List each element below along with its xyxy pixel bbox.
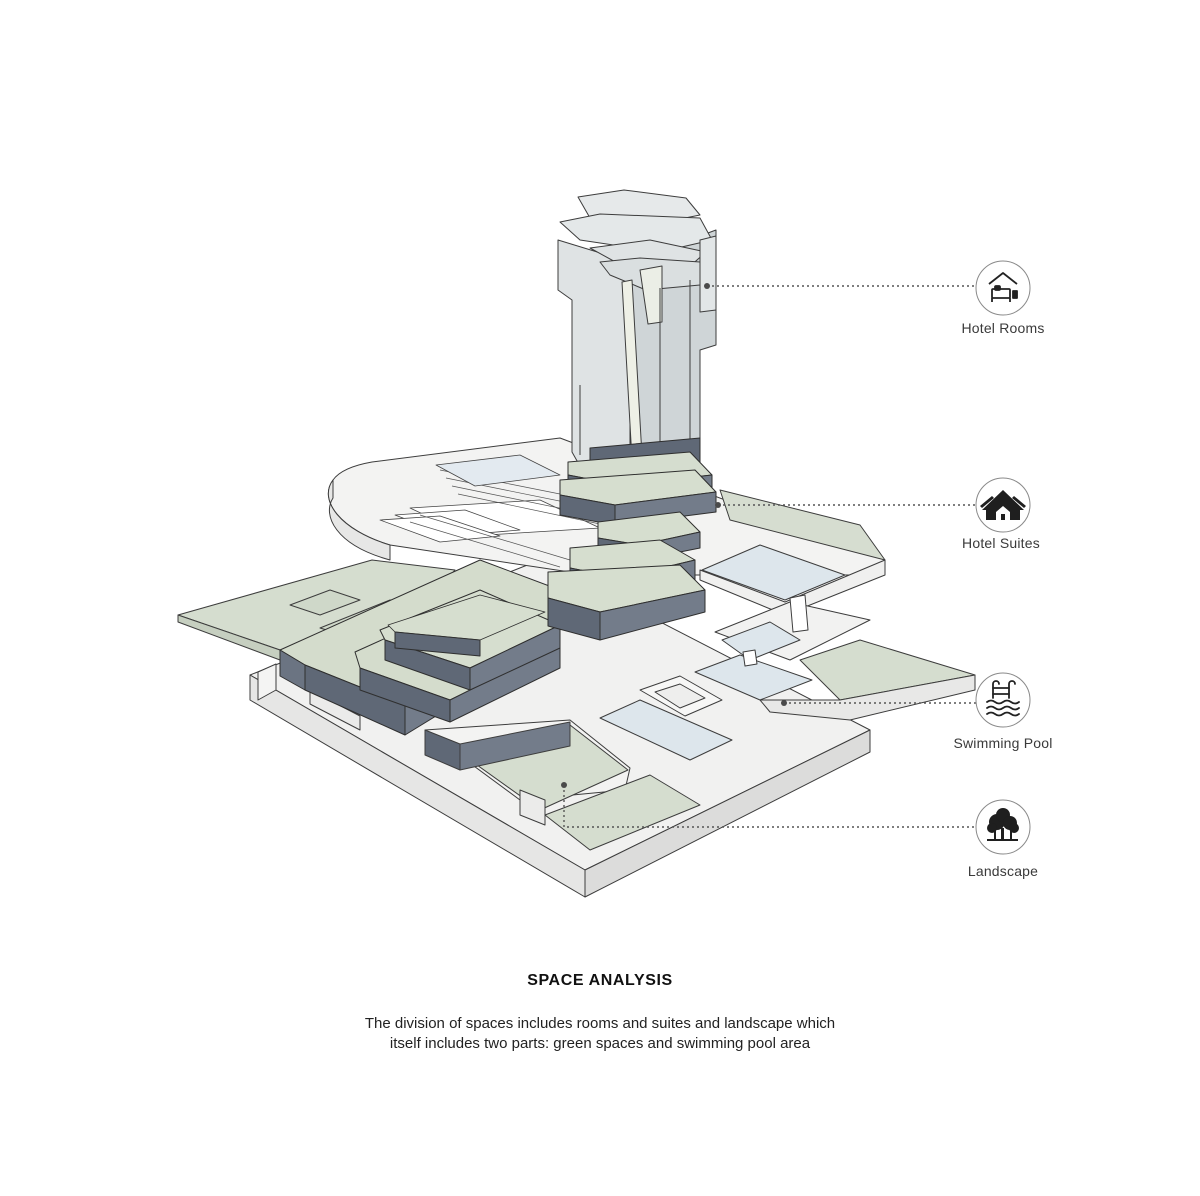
suite-tower-base xyxy=(547,437,717,641)
leader-lines xyxy=(563,285,977,828)
hotel-rooms-label: Hotel Rooms xyxy=(961,320,1045,336)
pool-areas xyxy=(599,544,976,761)
hotel-tower xyxy=(557,189,717,476)
leader-dots xyxy=(561,283,787,788)
description: The division of spaces includes rooms an… xyxy=(300,1014,900,1054)
hotel-suites-label: Hotel Suites xyxy=(962,535,1040,551)
legend-landscape xyxy=(975,799,1031,855)
front-lawn xyxy=(424,719,701,851)
pool-ladder-icon xyxy=(986,680,1020,717)
bed-icon xyxy=(988,272,1018,302)
legend-hotel-suites xyxy=(975,477,1031,533)
swimming-pool-label: Swimming Pool xyxy=(953,735,1053,751)
legend-swimming-pool xyxy=(975,672,1031,728)
legend-hotel-rooms xyxy=(975,260,1031,316)
description-line-2: itself includes two parts: green spaces … xyxy=(389,1035,811,1052)
lower-suite-terraces xyxy=(279,559,561,736)
houses-icon xyxy=(980,490,1026,520)
trees-icon xyxy=(987,808,1019,841)
leader-landscape xyxy=(563,785,977,828)
landscape-label: Landscape xyxy=(967,863,1039,879)
description-line-1: The division of spaces includes rooms an… xyxy=(364,1015,836,1032)
page-title: SPACE ANALYSIS xyxy=(527,972,673,989)
